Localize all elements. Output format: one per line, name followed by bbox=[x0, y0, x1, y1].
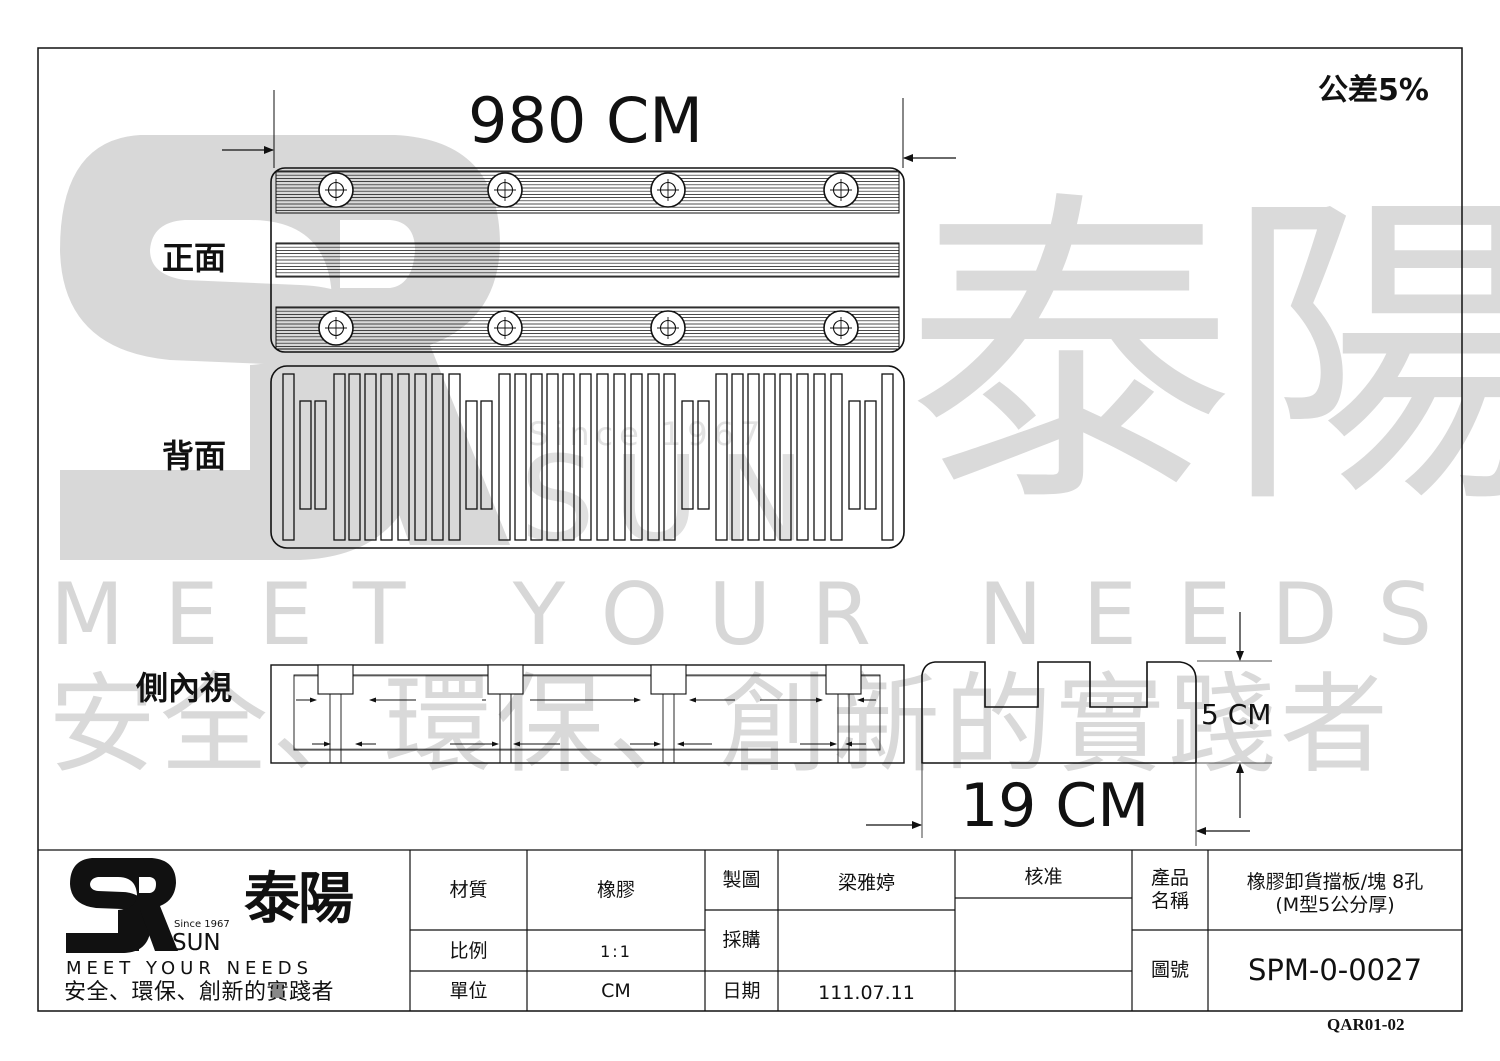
scale-label: 比例 bbox=[449, 940, 488, 963]
unit-label: 單位 bbox=[449, 979, 488, 1002]
tolerance-note: 公差5% bbox=[1318, 73, 1429, 108]
back-rib bbox=[630, 373, 643, 541]
mounting-hole-icon bbox=[823, 172, 859, 208]
back-rib bbox=[380, 373, 393, 541]
back-rib bbox=[715, 373, 728, 541]
purchase-label: 採購 bbox=[722, 929, 761, 952]
back-view bbox=[270, 365, 905, 549]
back-rib bbox=[864, 400, 877, 510]
back-rib bbox=[431, 373, 444, 541]
back-rib bbox=[881, 373, 894, 541]
mounting-hole-icon bbox=[318, 310, 354, 346]
date-value: 111.07.11 bbox=[818, 981, 915, 1004]
bolt-post bbox=[825, 664, 862, 763]
back-rib bbox=[480, 400, 493, 510]
logo-sun: SUN bbox=[172, 930, 221, 956]
unit-value: CM bbox=[601, 979, 631, 1002]
back-rib bbox=[813, 373, 826, 541]
back-rib bbox=[681, 400, 694, 510]
mounting-hole-icon bbox=[650, 310, 686, 346]
back-rib bbox=[848, 400, 861, 510]
logo-brand-name: 泰陽 bbox=[244, 869, 354, 931]
product-name-label: 產品 名稱 bbox=[1132, 850, 1208, 930]
back-rib bbox=[465, 400, 478, 510]
date-label: 日期 bbox=[722, 979, 761, 1002]
back-rib bbox=[647, 373, 660, 541]
height-dimension-label: 5 CM bbox=[1201, 698, 1272, 731]
drawn-by-value: 梁雅婷 bbox=[837, 871, 895, 894]
product-name-value-line2: (M型5公分厚) bbox=[1275, 894, 1395, 916]
drawing-number-value: SPM-0-0027 bbox=[1247, 953, 1423, 988]
watermark-slogan-en: MEET YOUR NEEDS bbox=[50, 565, 1473, 665]
mounting-hole-icon bbox=[487, 172, 523, 208]
scale-value: 1:1 bbox=[600, 941, 632, 961]
back-rib bbox=[779, 373, 792, 541]
front-ridge-band bbox=[275, 170, 900, 214]
back-rib bbox=[514, 373, 527, 541]
back-rib bbox=[562, 373, 575, 541]
mounting-hole-icon bbox=[823, 310, 859, 346]
back-rib bbox=[830, 373, 843, 541]
form-code: QAR01-02 bbox=[1327, 1015, 1405, 1034]
sheet-border bbox=[37, 47, 1463, 1012]
back-rib bbox=[282, 373, 295, 541]
material-value: 橡膠 bbox=[596, 878, 635, 901]
side-view-label: 側內視 bbox=[136, 669, 233, 707]
side-arrows bbox=[296, 697, 876, 747]
back-view-label: 背面 bbox=[162, 437, 227, 475]
mounting-hole-icon bbox=[650, 172, 686, 208]
mounting-hole-icon bbox=[487, 310, 523, 346]
back-rib bbox=[579, 373, 592, 541]
back-rib bbox=[333, 373, 346, 541]
cross-section-profile bbox=[921, 661, 1197, 764]
watermark-since: Since 1967 bbox=[528, 415, 767, 453]
logo-slogan-en: MEET YOUR NEEDS bbox=[66, 958, 314, 979]
back-rib bbox=[663, 373, 676, 541]
back-rib bbox=[530, 373, 543, 541]
product-name-label-line2: 名稱 bbox=[1150, 890, 1189, 912]
drawn-by-label: 製圖 bbox=[722, 868, 761, 891]
logo-since: Since 1967 bbox=[174, 919, 230, 930]
back-rib bbox=[546, 373, 559, 541]
watermark-sun: SUN bbox=[520, 430, 824, 568]
front-ridge-band bbox=[275, 306, 900, 350]
back-rib bbox=[299, 400, 312, 510]
back-rib bbox=[763, 373, 776, 541]
sr-logo-icon bbox=[66, 858, 178, 953]
mounting-hole-icon bbox=[318, 172, 354, 208]
back-rib bbox=[613, 373, 626, 541]
bolt-post bbox=[487, 664, 524, 763]
front-view-label: 正面 bbox=[162, 239, 227, 277]
back-rib bbox=[796, 373, 809, 541]
width-dimension-label: 980 CM bbox=[468, 84, 703, 157]
material-label: 材質 bbox=[449, 878, 488, 901]
back-rib bbox=[348, 373, 361, 541]
back-rib bbox=[498, 373, 511, 541]
approved-label: 核准 bbox=[1024, 865, 1063, 888]
watermark-brand-name: 泰陽 bbox=[905, 177, 1500, 542]
back-rib bbox=[448, 373, 461, 541]
depth-dimension-label: 19 CM bbox=[960, 771, 1150, 841]
title-block-grid bbox=[38, 849, 1462, 1011]
back-rib bbox=[596, 373, 609, 541]
back-rib bbox=[697, 400, 710, 510]
front-view bbox=[270, 167, 905, 353]
logo-slogan-zh: 安全、環保、創新的實踐者 bbox=[64, 980, 335, 1005]
product-name-value-line1: 橡膠卸貨擋板/塊 8孔 bbox=[1246, 871, 1424, 894]
back-rib bbox=[364, 373, 377, 541]
back-rib bbox=[414, 373, 427, 541]
back-rib bbox=[747, 373, 760, 541]
bolt-post bbox=[317, 664, 354, 763]
back-rib bbox=[314, 400, 327, 510]
front-ridge-band bbox=[275, 242, 900, 278]
back-rib bbox=[397, 373, 410, 541]
product-name-value: 橡膠卸貨擋板/塊 8孔 (M型5公分厚) bbox=[1208, 850, 1462, 938]
bolt-post bbox=[650, 664, 687, 763]
product-name-label-line1: 產品 bbox=[1150, 867, 1189, 890]
side-inner-view bbox=[270, 664, 905, 764]
back-rib bbox=[731, 373, 744, 541]
drawing-number-label: 圖號 bbox=[1150, 959, 1189, 982]
